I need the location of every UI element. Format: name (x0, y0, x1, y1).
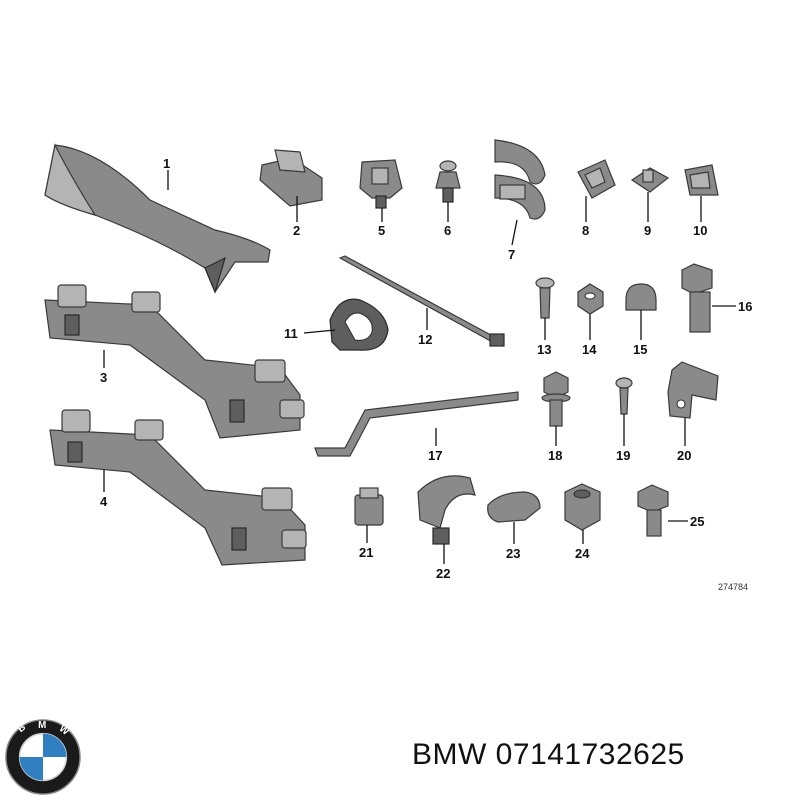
part-14-nut (577, 283, 604, 315)
part-13-screw (535, 277, 555, 319)
callout-labels: 1 2 3 4 5 6 7 8 9 10 11 12 13 14 15 16 1… (100, 156, 752, 592)
part-21-clip (354, 487, 384, 526)
part-11-p-clamp (329, 298, 389, 351)
part-18-flange-bolt (541, 371, 571, 427)
callout-20: 20 (677, 448, 691, 463)
part-23-elbow-grommet (487, 491, 541, 523)
callout-22: 22 (436, 566, 450, 581)
callout-2: 2 (293, 223, 300, 238)
part-8-clip (577, 159, 616, 199)
callout-24: 24 (575, 546, 590, 561)
part-5-clip (359, 159, 403, 209)
callout-18: 18 (548, 448, 562, 463)
bmw-logo: B M W (5, 719, 81, 795)
part-number-caption: BMW 07141732625 (412, 738, 685, 772)
part-4-bracket (49, 409, 307, 566)
callout-13: 13 (537, 342, 551, 357)
callout-19: 19 (616, 448, 630, 463)
part-15-cap-nut (625, 283, 657, 311)
part-20-bracket-clip (667, 361, 719, 419)
drawing-reference-number: 274784 (718, 582, 748, 592)
callout-3: 3 (100, 370, 107, 385)
part-25-bolt (637, 484, 669, 537)
part-10-clip (684, 164, 719, 196)
part-12-cable-tie (338, 255, 505, 347)
part-9-clip (630, 167, 670, 193)
callout-4: 4 (100, 494, 108, 509)
callout-25: 25 (690, 514, 704, 529)
leader-lines (103, 170, 736, 564)
callout-23: 23 (506, 546, 520, 561)
part-7-double-clip (494, 139, 546, 220)
callout-16: 16 (738, 299, 752, 314)
callout-7: 7 (508, 247, 515, 262)
part-17-strap (314, 391, 519, 457)
callout-14: 14 (582, 342, 597, 357)
part-22-clip (417, 475, 476, 545)
part-2-clip (259, 149, 323, 207)
brand-name: BMW (412, 738, 487, 771)
part-3-bracket (44, 284, 305, 439)
callout-8: 8 (582, 223, 589, 238)
callout-1: 1 (163, 156, 170, 171)
callout-5: 5 (378, 223, 385, 238)
part-16-bolt (681, 263, 713, 333)
part-19-screw (615, 377, 633, 415)
part-24-nut (564, 483, 601, 531)
callout-15: 15 (633, 342, 647, 357)
callout-12: 12 (418, 332, 432, 347)
callout-9: 9 (644, 223, 651, 238)
svg-text:M: M (38, 720, 46, 731)
part-6-push-pin (435, 160, 461, 203)
part-1-trim-cover (44, 143, 271, 294)
callout-6: 6 (444, 223, 451, 238)
callout-21: 21 (359, 545, 373, 560)
callout-11: 11 (284, 326, 298, 341)
callout-10: 10 (693, 223, 707, 238)
callout-17: 17 (428, 448, 442, 463)
part-number: 07141732625 (495, 738, 685, 771)
